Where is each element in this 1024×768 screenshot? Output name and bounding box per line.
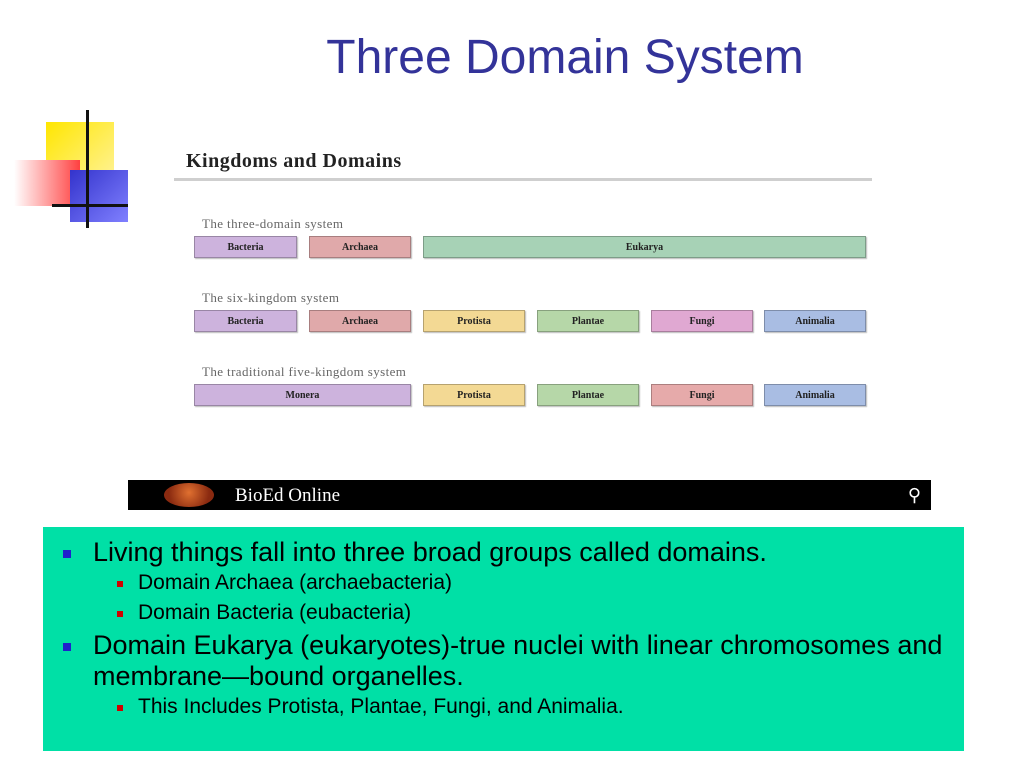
box-protista: Protista [423, 384, 525, 406]
box-animalia: Animalia [764, 310, 866, 332]
system-label-three-domain: The three-domain system [202, 216, 344, 231]
box-bacteria: Bacteria [194, 236, 297, 258]
bullet-item: Living things fall into three broad grou… [63, 537, 944, 568]
deco-red-square [14, 160, 80, 206]
box-monera: Monera [194, 384, 411, 406]
figure-heading-rule [174, 178, 872, 181]
box-bacteria: Bacteria [194, 310, 297, 332]
box-fungi: Fungi [651, 310, 753, 332]
box-fungi: Fungi [651, 384, 753, 406]
bioed-footer-bar: BioEd Online ⚲ [128, 480, 931, 510]
box-archaea: Archaea [309, 236, 411, 258]
row-six-kingdom: Bacteria Archaea Protista Plantae Fungi … [194, 310, 866, 334]
bullet-text-box: Living things fall into three broad grou… [43, 527, 964, 751]
box-plantae: Plantae [537, 310, 639, 332]
magnifier-icon[interactable]: ⚲ [907, 485, 921, 505]
figure-heading: Kingdoms and Domains [186, 150, 402, 172]
deco-vertical-line [86, 110, 89, 228]
box-plantae: Plantae [537, 384, 639, 406]
bullet-list: Living things fall into three broad grou… [63, 537, 944, 722]
slide-title: Three Domain System [326, 31, 804, 84]
deco-blue-square [70, 170, 128, 222]
sub-bullet-item: Domain Bacteria (eubacteria) [63, 598, 944, 628]
bioed-logo [164, 483, 214, 507]
box-eukarya: Eukarya [423, 236, 866, 258]
deco-horizontal-line [52, 204, 128, 207]
box-archaea: Archaea [309, 310, 411, 332]
sub-bullet-item: Domain Archaea (archaebacteria) [63, 568, 944, 598]
row-five-kingdom: Monera Protista Plantae Fungi Animalia [194, 384, 866, 408]
system-label-six-kingdom: The six-kingdom system [202, 290, 340, 305]
box-animalia: Animalia [764, 384, 866, 406]
system-label-five-kingdom: The traditional five-kingdom system [202, 364, 407, 379]
bioed-footer-text: BioEd Online [235, 485, 341, 506]
bullet-item: Domain Eukarya (eukaryotes)-true nuclei … [63, 630, 944, 692]
row-three-domain: Bacteria Archaea Eukarya [194, 236, 866, 260]
kingdoms-figure: Kingdoms and Domains The three-domain sy… [128, 118, 931, 510]
sub-bullet-item: This Includes Protista, Plantae, Fungi, … [63, 692, 944, 722]
box-protista: Protista [423, 310, 525, 332]
